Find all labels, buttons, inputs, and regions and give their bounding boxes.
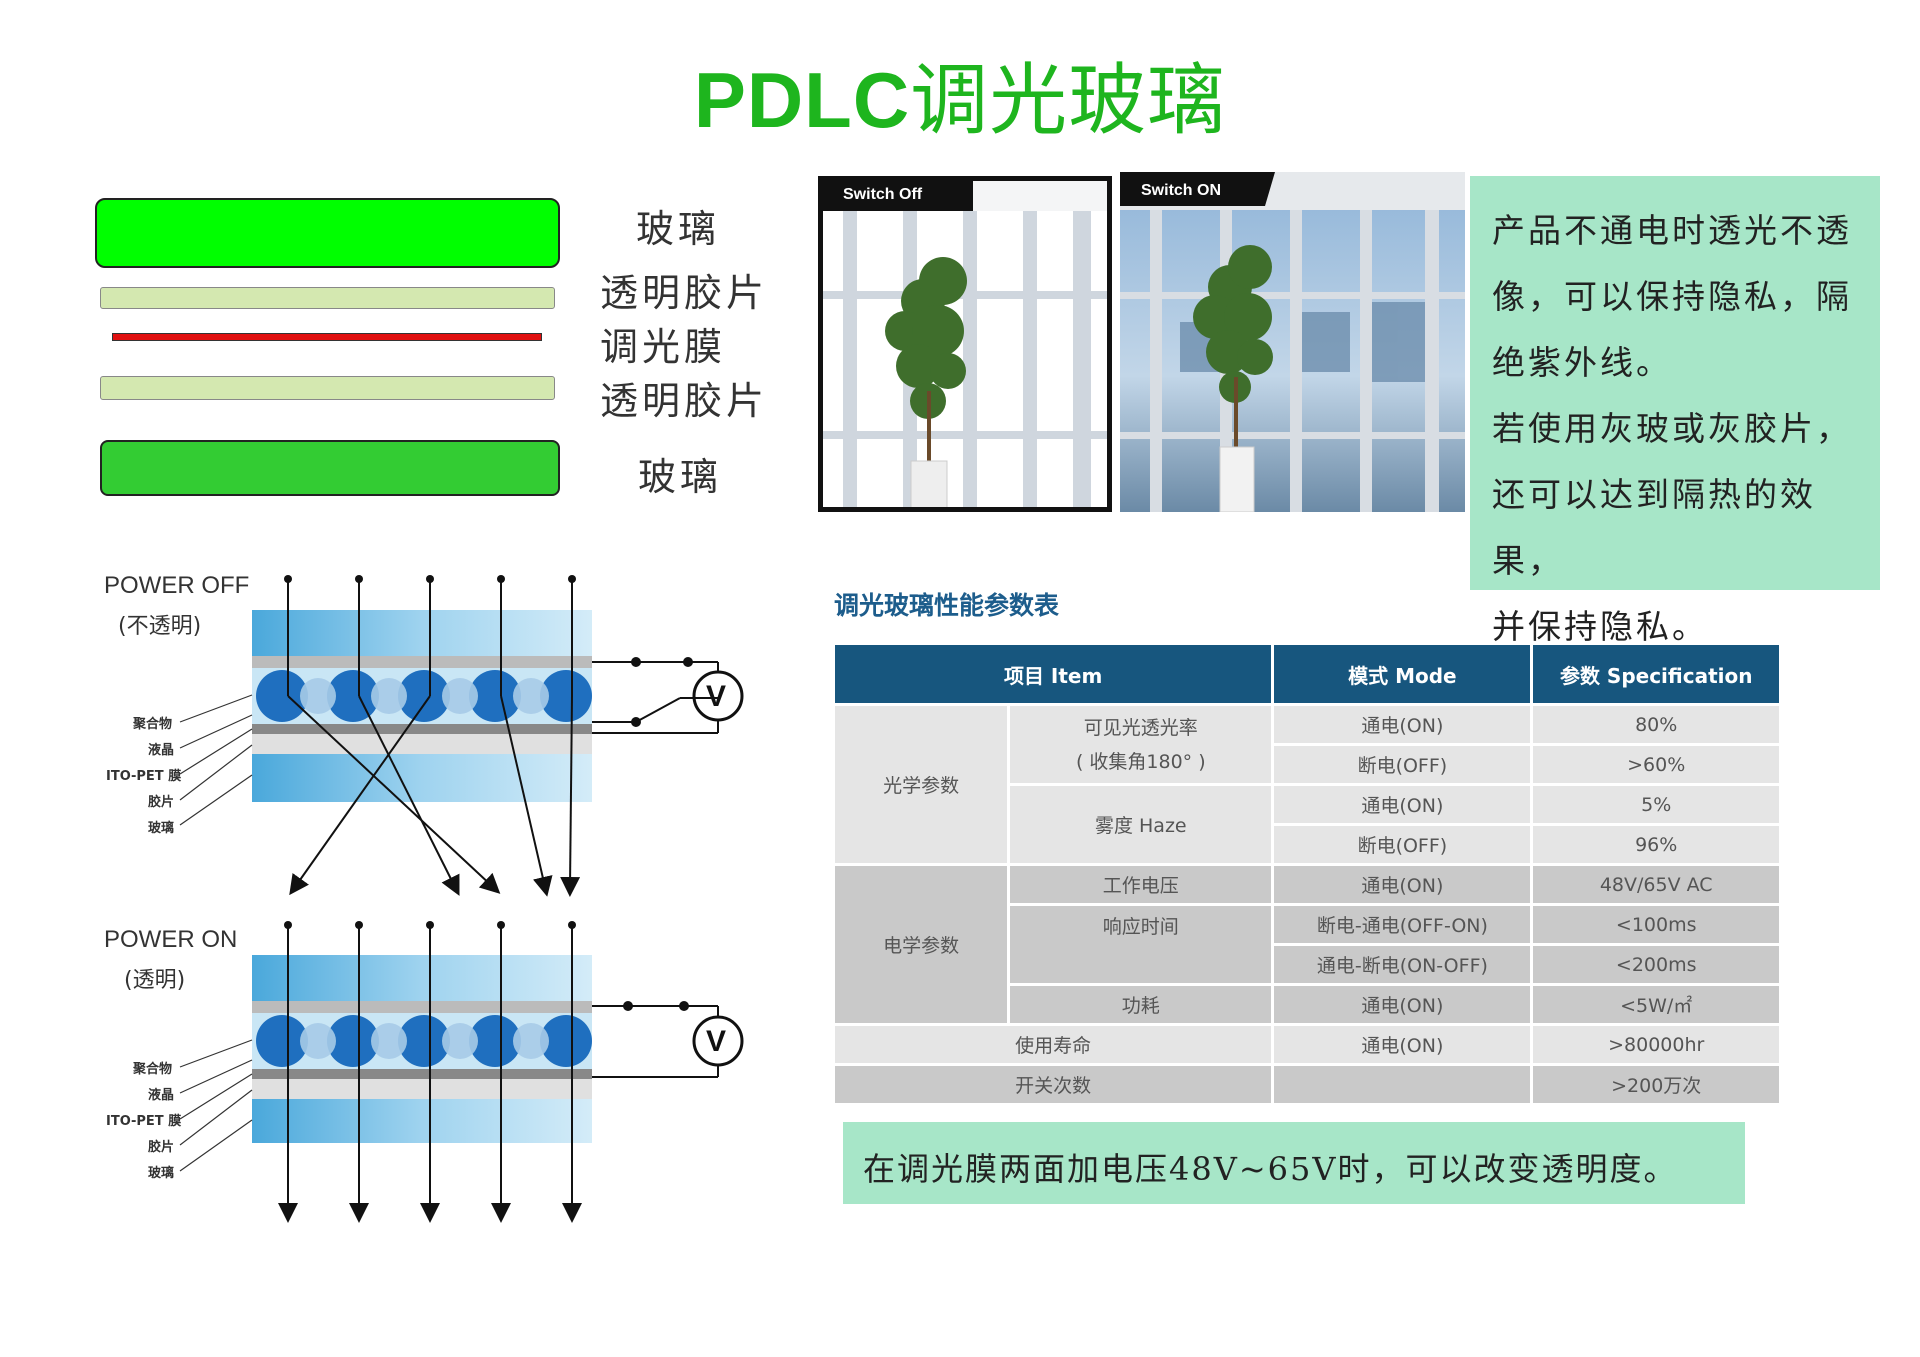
switch-off-label: Switch Off — [825, 180, 945, 210]
note-top: 产品不通电时透光不透 像，可以保持隐私，隔 绝紫外线。 若使用灰玻或灰胶片， 还… — [1470, 176, 1880, 646]
value-cell: <100ms — [1530, 903, 1782, 946]
on-label-glass: 玻璃 — [148, 1166, 175, 1181]
on-label-ito: ITO-PET 膜 — [106, 1114, 182, 1129]
item-life: 使用寿命 — [831, 1023, 1275, 1066]
group-optical: 光学参数 — [831, 703, 1011, 866]
item-transmittance-line1: 可见光透光率 — [1083, 716, 1198, 739]
note-top-line: 若使用灰玻或灰胶片， — [1492, 409, 1852, 448]
power-off-title: POWER OFF — [104, 572, 250, 599]
header-spec: 参数 Specification — [1530, 642, 1782, 706]
off-label-lc: 液晶 — [148, 743, 175, 758]
off-label-ito: ITO-PET 膜 — [106, 769, 182, 784]
spec-table: 项目 Item 模式 Mode 参数 Specification 光学参数 可见… — [831, 642, 1782, 1106]
value-cell: <5W/㎡ — [1530, 983, 1782, 1026]
value-cell: 80% — [1530, 703, 1782, 746]
mode-cell: 断电-通电(OFF-ON) — [1271, 903, 1534, 946]
note-top-line: 并保持隐私。 — [1492, 607, 1708, 646]
pdlc-diagram — [100, 565, 760, 1225]
label-pdlc: 调光膜 — [600, 325, 727, 369]
off-label-film: 胶片 — [148, 795, 175, 810]
header-item: 项目 Item — [831, 642, 1275, 706]
power-on-subtitle: (透明) — [124, 968, 186, 993]
note-bottom: 在调光膜两面加电压48V~65V时，可以改变透明度。 — [843, 1122, 1745, 1204]
off-label-polymer: 聚合物 — [133, 717, 173, 732]
header-mode: 模式 Mode — [1271, 642, 1534, 706]
pdlc-diagram-svg — [179, 575, 744, 1223]
layer-pdlc-film — [112, 333, 542, 341]
switch-on-label: Switch ON — [1123, 176, 1244, 206]
mode-cell: 断电(OFF) — [1271, 823, 1534, 866]
mode-cell: 通电-断电(ON-OFF) — [1271, 943, 1534, 986]
photo-switch-off — [818, 176, 1112, 512]
title-latin: PDLC — [693, 56, 911, 144]
mode-cell — [1271, 1063, 1534, 1106]
on-label-polymer: 聚合物 — [133, 1062, 173, 1077]
value-cell: <200ms — [1530, 943, 1782, 986]
label-film-bottom: 透明胶片 — [600, 379, 769, 423]
mode-cell: 通电(ON) — [1271, 983, 1534, 1026]
title-cjk: 调光玻璃 — [910, 56, 1227, 146]
group-electrical: 电学参数 — [831, 863, 1011, 1026]
off-label-glass: 玻璃 — [148, 821, 175, 836]
value-cell: >200万次 — [1530, 1063, 1782, 1106]
item-power: 功耗 — [1007, 983, 1275, 1026]
power-on-title: POWER ON — [104, 926, 238, 953]
mode-cell: 通电(ON) — [1271, 783, 1534, 826]
label-film-top: 透明胶片 — [600, 271, 769, 315]
note-top-line: 绝紫外线。 — [1492, 343, 1672, 382]
label-glass-top: 玻璃 — [636, 207, 721, 251]
page-title: PDLC调光玻璃 — [0, 38, 1920, 150]
layer-glass-bottom — [100, 440, 560, 496]
on-label-film: 胶片 — [148, 1140, 175, 1155]
value-cell: >80000hr — [1530, 1023, 1782, 1066]
layer-film-top — [100, 287, 555, 309]
layer-glass-top — [95, 198, 560, 268]
value-cell: >60% — [1530, 743, 1782, 786]
item-haze: 雾度 Haze — [1007, 783, 1275, 866]
mode-cell: 通电(ON) — [1271, 863, 1534, 906]
photo-switch-on — [1120, 172, 1465, 512]
mode-cell: 通电(ON) — [1271, 703, 1534, 746]
note-top-line: 还可以达到隔热的效果， — [1492, 475, 1816, 580]
value-cell: 5% — [1530, 783, 1782, 826]
item-transmittance-line2: ( 收集角180° ) — [1075, 750, 1206, 773]
item-voltage: 工作电压 — [1007, 863, 1275, 906]
item-cycles: 开关次数 — [831, 1063, 1275, 1106]
layer-film-bottom — [100, 376, 555, 400]
switch-on-image — [1120, 172, 1465, 512]
item-response: 响应时间 — [1007, 903, 1275, 986]
switch-off-image — [823, 181, 1107, 507]
mode-cell: 断电(OFF) — [1271, 743, 1534, 786]
mode-cell: 通电(ON) — [1271, 1023, 1534, 1066]
note-top-line: 像，可以保持隐私，隔 — [1492, 277, 1852, 316]
item-transmittance: 可见光透光率 ( 收集角180° ) — [1007, 703, 1275, 786]
label-glass-bottom: 玻璃 — [638, 455, 723, 499]
note-top-line: 产品不通电时透光不透 — [1492, 211, 1852, 250]
voltmeter-on-label: V — [706, 1025, 727, 1058]
value-cell: 96% — [1530, 823, 1782, 866]
table-caption: 调光玻璃性能参数表 — [834, 591, 1060, 620]
voltmeter-off-label: V — [706, 680, 727, 713]
power-off-subtitle: (不透明) — [118, 614, 202, 639]
value-cell: 48V/65V AC — [1530, 863, 1782, 906]
on-label-lc: 液晶 — [148, 1088, 175, 1103]
